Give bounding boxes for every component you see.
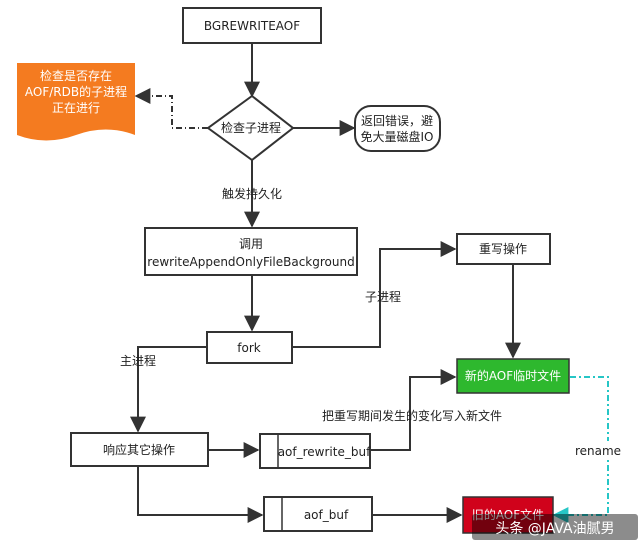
node-fork-label: fork — [237, 341, 261, 355]
edge-label-trigger: 触发持久化 — [222, 186, 282, 201]
node-bgrewriteaof-label: BGREWRITEAOF — [204, 19, 300, 33]
watermark-text: 头条 @JAVA油腻男 — [495, 520, 614, 537]
node-aof-buf-label: aof_buf — [304, 508, 349, 522]
edge-rewritebuf-to-newaof — [370, 369, 457, 451]
node-new-aof-temp: 新的AOF临时文件 — [456, 358, 570, 394]
node-check-exist: 检查是否存在 AOF/RDB的子进程 正在进行 — [17, 63, 135, 141]
node-aof-rewrite-buf: aof_rewrite_buf — [259, 433, 371, 469]
node-check-exist-line2: AOF/RDB的子进程 — [25, 84, 127, 99]
edge-label-child-process: 子进程 — [365, 289, 401, 304]
edge-label-write-changes: 把重写期间发生的变化写入新文件 — [322, 408, 502, 423]
node-respond-other: 响应其它操作 — [70, 432, 209, 467]
edge-respond-to-aofbuf — [137, 466, 264, 523]
edge-fork-to-respond — [130, 346, 206, 433]
node-call-rewrite-line1: 调用 — [239, 237, 263, 251]
node-rewrite-op-label: 重写操作 — [479, 241, 527, 256]
node-rewrite-op: 重写操作 — [456, 233, 551, 265]
node-check-exist-line1: 检查是否存在 — [40, 68, 112, 83]
node-check-exist-line3: 正在进行 — [52, 101, 100, 115]
edge-label-rename-bg — [570, 441, 628, 459]
edge-check-to-exist-dashed — [134, 88, 208, 129]
node-aof-buf: aof_buf — [263, 496, 373, 532]
node-check-child: 检查子进程 — [206, 94, 295, 162]
node-return-error: 返回错误，避 免大量磁盘IO — [354, 105, 441, 152]
edge-label-rename: rename — [575, 444, 621, 458]
node-old-aof: 旧的AOF文件 — [462, 496, 554, 534]
node-call-rewrite: 调用 rewriteAppendOnlyFileBackground — [144, 227, 358, 276]
node-check-child-label: 检查子进程 — [221, 120, 281, 135]
edges — [130, 44, 521, 523]
node-call-rewrite-line2: rewriteAppendOnlyFileBackground — [147, 255, 354, 269]
node-return-error-line2: 免大量磁盘IO — [361, 129, 434, 144]
node-respond-other-label: 响应其它操作 — [103, 442, 175, 457]
watermark: 头条 @JAVA油腻男 — [472, 514, 638, 540]
edge-label-main-process: 主进程 — [120, 353, 156, 368]
node-fork: fork — [206, 331, 293, 364]
node-return-error-line1: 返回错误，避 — [361, 114, 433, 128]
edge-fork-to-rewrite — [292, 241, 457, 348]
node-aof-rewrite-buf-label: aof_rewrite_buf — [278, 445, 371, 459]
node-new-aof-temp-label: 新的AOF临时文件 — [465, 368, 561, 383]
node-old-aof-label: 旧的AOF文件 — [472, 507, 544, 522]
node-bgrewriteaof: BGREWRITEAOF — [182, 7, 322, 44]
